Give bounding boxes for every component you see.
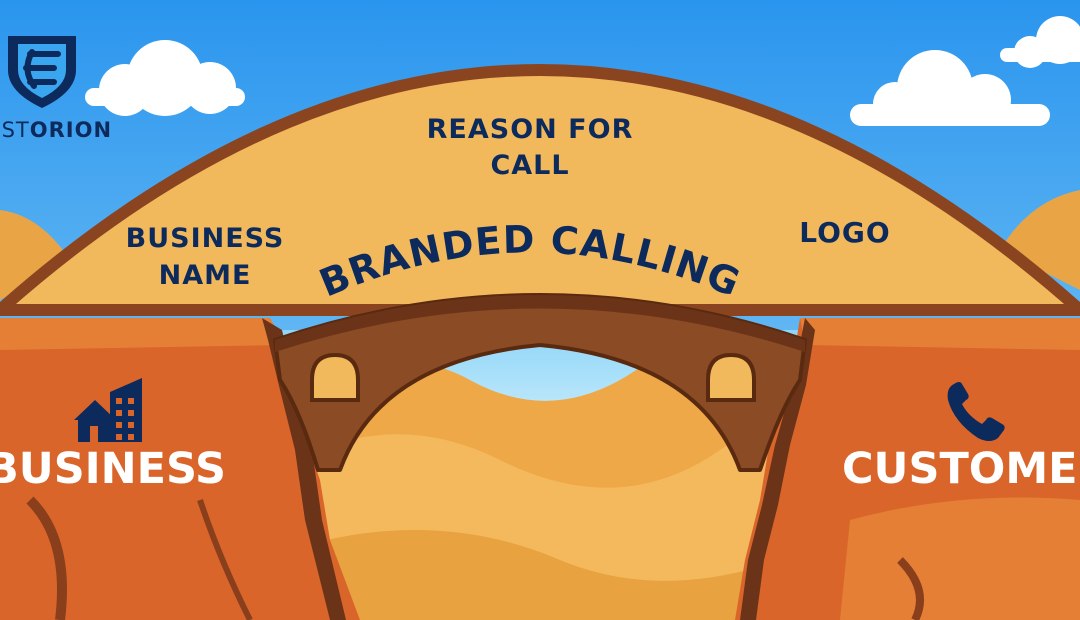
arch-banner (0, 64, 1080, 316)
cloud-top-right (1000, 16, 1080, 68)
feature-reason-for-call: REASON FOR CALL (426, 114, 634, 181)
cloud-right (850, 50, 1050, 126)
bridge-window-right (706, 352, 756, 402)
feature-business-name: BUSINESS NAME (125, 223, 285, 291)
hill-right (1000, 190, 1080, 290)
cliff-left-crack2 (197, 499, 253, 620)
shield-logo-icon (8, 36, 76, 108)
business-label: BUSINESS (0, 444, 227, 494)
cliff-left-edge (262, 318, 346, 620)
bridge-window-left (310, 352, 360, 402)
brand-prefix: RST (0, 118, 30, 142)
building-icon (74, 378, 142, 442)
brand-name: ORION (29, 118, 113, 142)
cliff-right-top (800, 318, 1080, 350)
cliff-left-crack1 (26, 496, 67, 620)
cliff-left-top (0, 318, 285, 350)
bridge-deck (275, 295, 805, 352)
cliff-right-edge (740, 318, 815, 620)
cliff-right-ledge (840, 497, 1080, 620)
phone-icon (947, 382, 1005, 441)
brand-wordmark: RSTORION (0, 118, 112, 142)
cliff-right-crack (897, 557, 924, 620)
dune-front (260, 530, 830, 620)
cloud-left (85, 40, 245, 116)
feature-logo: LOGO (799, 216, 891, 249)
customer-label: CUSTOMER (842, 444, 1080, 494)
hill-left (0, 210, 70, 300)
cliff-left (0, 318, 360, 620)
